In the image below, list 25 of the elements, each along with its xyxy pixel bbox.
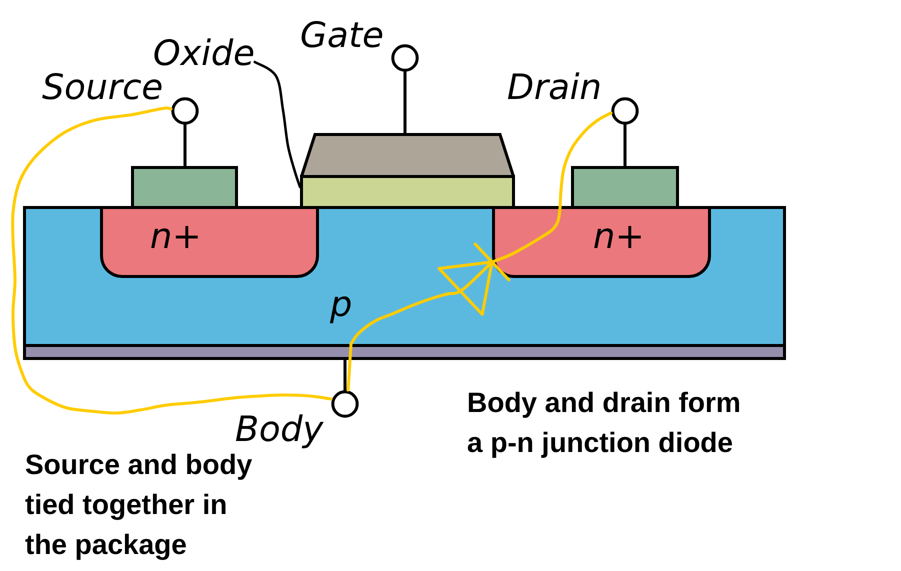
hand-drawn-line <box>490 112 612 264</box>
wire <box>624 124 626 168</box>
wire <box>184 124 186 168</box>
leader-line <box>254 60 302 188</box>
region-label: n+ <box>593 220 645 255</box>
metal-layer <box>23 344 786 360</box>
part-label: Oxide <box>153 37 255 72</box>
terminal-label: Gate <box>300 19 384 54</box>
wire <box>344 358 346 392</box>
region-label: p <box>330 288 352 323</box>
oxide-layer <box>300 175 515 209</box>
region-label: n+ <box>150 220 202 255</box>
annotation-text: Body and drain form a p-n junction diode <box>467 386 742 460</box>
hand-drawn-line <box>11 106 332 415</box>
contact-block <box>571 166 679 209</box>
hand-drawn-line <box>346 342 352 392</box>
contact-block <box>131 166 238 209</box>
annotation-text: Source and body tied together in the package <box>25 448 254 562</box>
doped-region <box>492 209 711 278</box>
doped-region <box>100 209 319 278</box>
substrate-region <box>23 206 786 347</box>
terminal-label: Body <box>235 413 324 448</box>
wire <box>404 70 406 134</box>
terminal-label: Source <box>42 71 163 106</box>
terminal-label: Drain <box>507 71 602 106</box>
